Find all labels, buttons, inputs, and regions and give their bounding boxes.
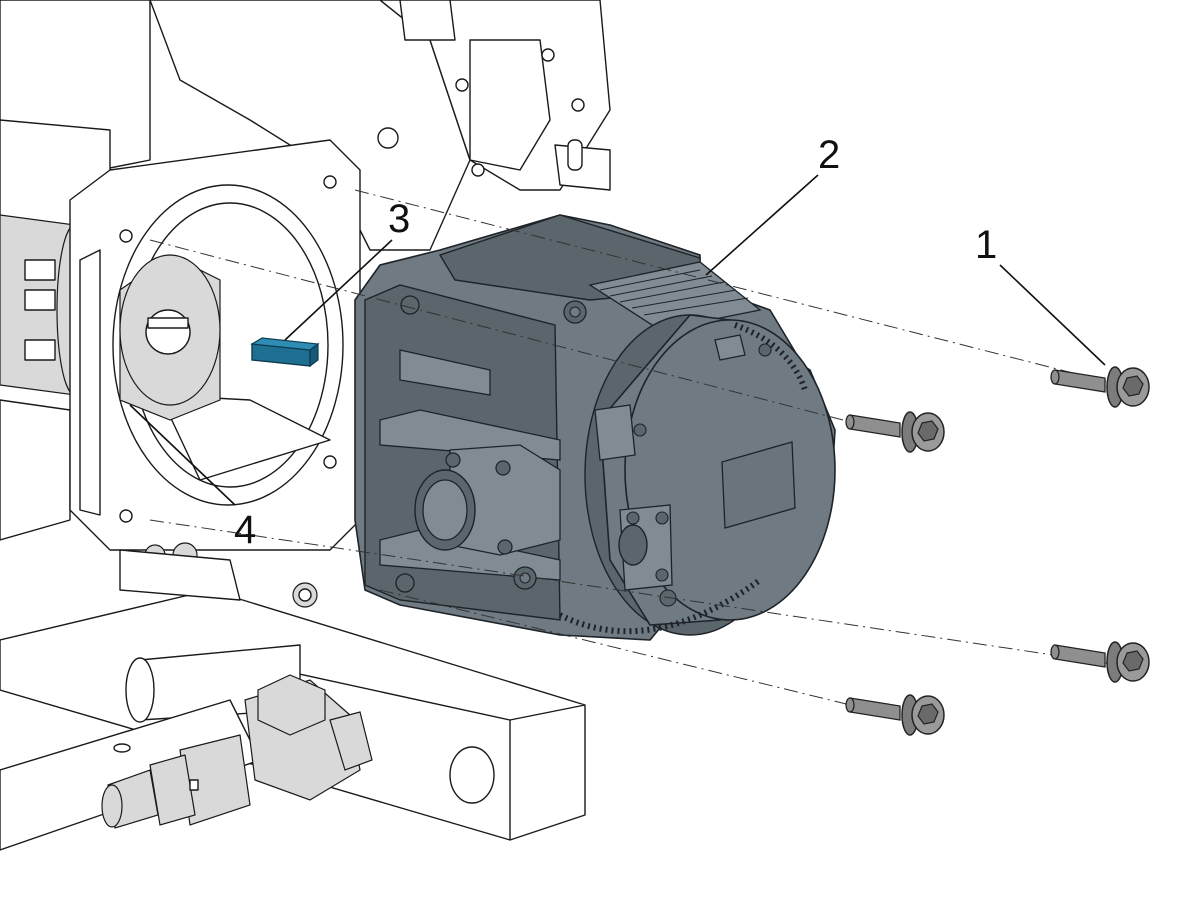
assembly-axis-lines — [149, 189, 1121, 723]
callout-1: 1 — [975, 223, 997, 267]
hex-socket-bolt-icon — [1050, 641, 1150, 683]
coupling-hub-icon — [119, 254, 221, 421]
callout-4: 4 — [234, 508, 256, 552]
hex-socket-bolt-icon — [1050, 366, 1150, 408]
callout-3: 3 — [388, 197, 410, 241]
callout-leaders — [129, 174, 1106, 506]
hex-socket-bolt-icon — [845, 411, 945, 453]
hex-socket-bolt-icon — [845, 694, 945, 736]
callout-2: 2 — [818, 133, 840, 177]
piping-assembly — [0, 542, 586, 851]
servo-motor-icon — [354, 214, 836, 641]
shaft-key-icon — [250, 337, 320, 368]
